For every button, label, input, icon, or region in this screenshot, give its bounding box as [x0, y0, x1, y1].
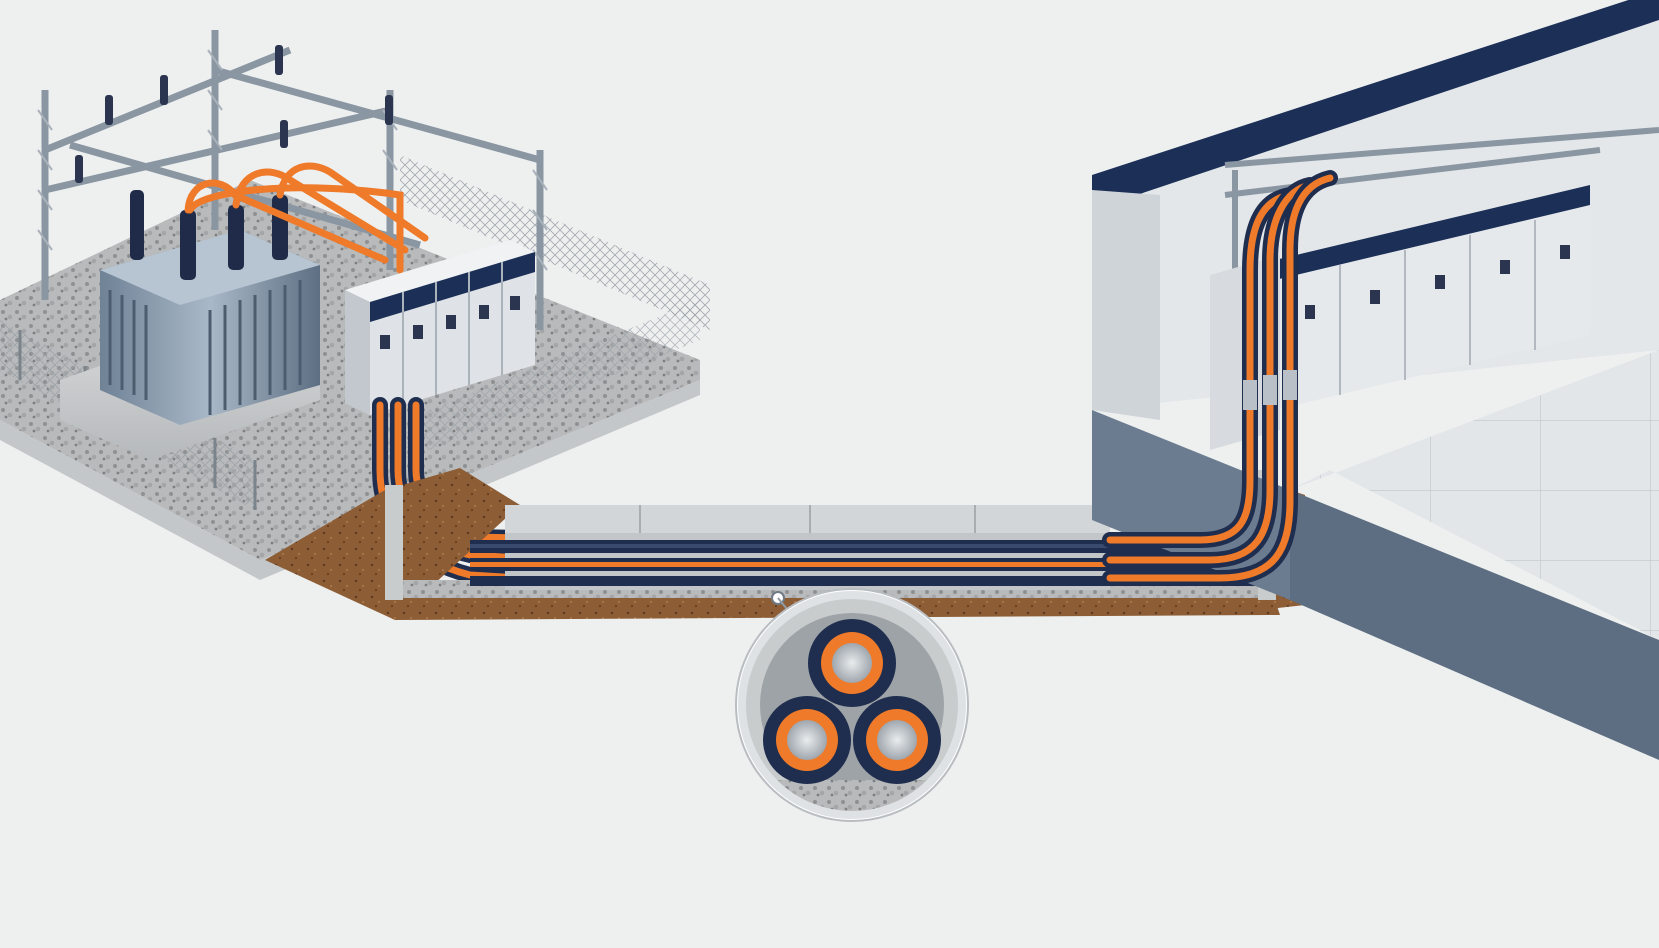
building-left-wall	[1092, 190, 1160, 420]
insulator-strings	[75, 45, 393, 183]
cable-icon	[470, 540, 1270, 586]
magnifier-callout-icon	[735, 588, 969, 822]
overhead-orange-leads	[184, 162, 429, 274]
building-roof-band	[1092, 0, 1659, 210]
substation-slab-edge	[0, 380, 700, 580]
switchgear-building	[1092, 0, 1659, 760]
fence-front-right	[380, 300, 700, 470]
trefoil-cable-cross-section	[763, 619, 941, 784]
building-floor-edge	[1290, 490, 1659, 760]
cable-terminations	[1243, 370, 1297, 410]
substation-yard	[0, 30, 710, 586]
trench-wall-left	[385, 485, 403, 600]
duct-bank-top	[505, 505, 1110, 533]
switchgear-icon	[345, 240, 535, 415]
gantry-lattice	[37, 49, 548, 271]
fence-right	[400, 155, 710, 330]
transformer-icon	[100, 230, 320, 425]
riser-cables-right	[1102, 170, 1338, 586]
switchgear-lineup	[1275, 185, 1590, 410]
building-floor	[1290, 350, 1659, 640]
